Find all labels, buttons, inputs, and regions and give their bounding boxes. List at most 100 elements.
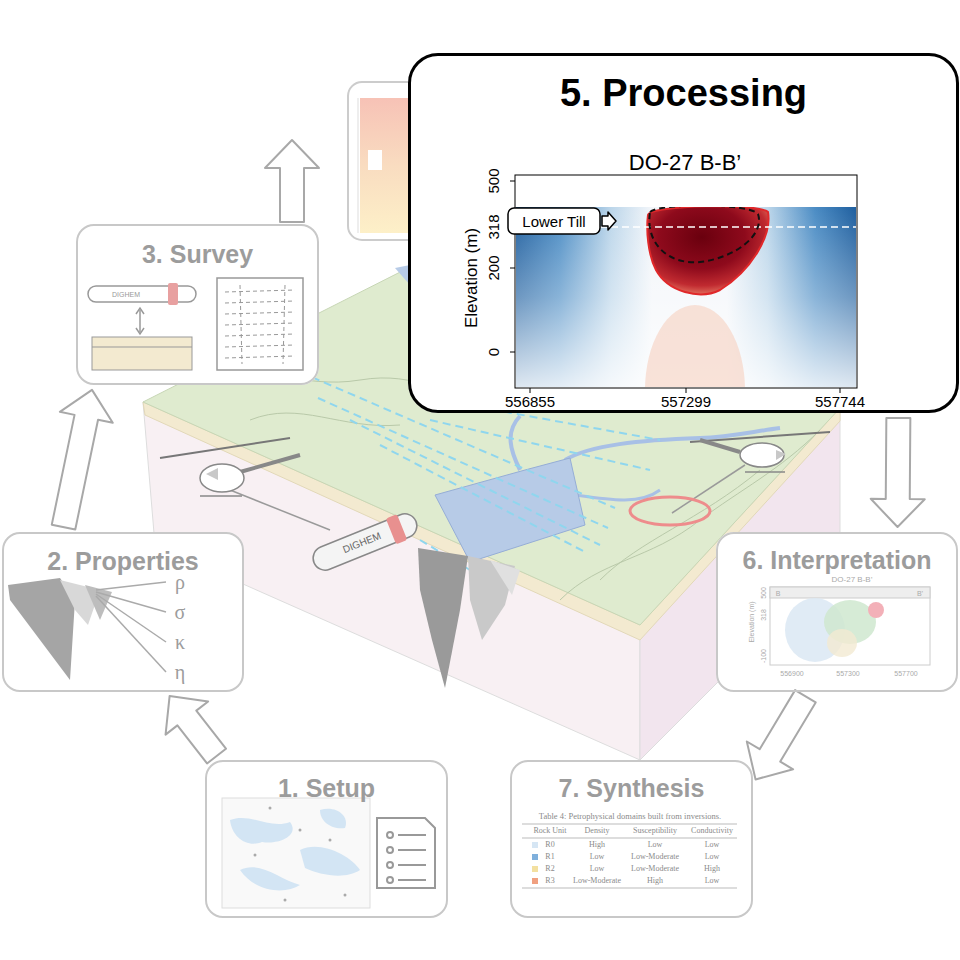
label-holder: Low [705,877,720,885]
label-holder: Low [590,865,605,873]
document-icon [398,834,426,836]
setup-map [254,854,257,857]
panel-ground [76,224,319,385]
plot-label: B’ [917,590,923,597]
helicopter [160,432,830,530]
label-holder: Low-Moderate [631,853,679,861]
table-cell: Low [590,864,605,873]
plot-label: 557700 [894,670,917,677]
label-holder: Table 4: Petrophysical domains built fro… [539,812,721,821]
label-holder: 200 [486,255,501,280]
label-holder: Low [705,853,720,861]
label-holder: σ [175,602,186,622]
table-cell: High [704,864,720,873]
plot-label: -100 [760,649,767,663]
plot-label: B [776,590,781,597]
label-holder: Low [590,853,605,861]
inversion-section [840,388,841,393]
table-cell: Rock Unit [533,826,566,835]
table-cell: Low [705,840,720,849]
helicopter [776,450,786,460]
label-holder: η [175,662,185,682]
label-holder: -100 [760,649,767,663]
label-holder: ρ [175,572,185,592]
table-cell: R1 [545,852,554,861]
label-holder: 0 [486,348,501,356]
label-holder: Conductivity [691,827,733,835]
step-title: 7. Synthesis [559,774,705,803]
survey-sketch [217,278,303,370]
inversion-section [510,352,515,353]
plot-label: DIGHEM [112,291,140,298]
setup-map [230,818,293,844]
survey-sketch [92,347,192,348]
document-icon [377,818,435,888]
helicopter [745,471,785,473]
document-icon [398,849,426,851]
table-cell: Conductivity [691,826,733,835]
inversion-section [600,226,856,228]
plot-label: 557300 [836,670,859,677]
rock-bodies [418,548,468,688]
interpretation-section [827,629,857,657]
plot-label: 556900 [780,670,803,677]
helicopter [700,440,740,452]
step-title: 5. Processing [560,72,807,116]
step-four-panel [358,98,359,233]
survey-sketch [92,337,192,370]
step-four-panel [360,98,410,233]
table-cell: Low [705,852,720,861]
helicopter [206,468,218,480]
survey-sketch [225,356,295,358]
cycle-arrow [871,418,925,527]
table-cell: R3 [545,876,554,885]
plot-label: Lower Till [522,213,585,230]
table-cell: Density [585,826,610,835]
helicopter [200,464,244,492]
inversion-section [508,208,600,234]
plot-label: 318 [760,609,767,621]
setup-map [269,807,272,810]
domain-table [522,888,737,889]
rock-bodies [490,560,520,595]
survey-sketch [225,345,295,347]
setup-map [300,847,360,876]
label-holder: 318 [760,609,767,621]
inversion-section [515,175,857,388]
step-title: 3. Survey [142,240,253,269]
plot-label: DO-27 B-B’ [832,575,873,584]
step-box: 6. Interpretation [716,532,958,692]
property-symbol: σ [175,601,186,623]
survey-sketch [283,285,285,364]
property-rocks [96,596,166,672]
inversion-section [510,268,515,269]
block-model [250,413,400,426]
survey-sketch [225,334,295,336]
panel-ground [2,53,959,918]
plot-label: Elevation (m) [748,601,755,642]
table-cell: Low-Moderate [573,876,621,885]
label-holder: Elevation (m) [463,228,480,328]
property-rocks [8,578,75,680]
label-holder: High [704,865,720,873]
label-holder: 557299 [661,394,711,409]
document-icon [387,847,393,853]
plot-label: DIGHEM [341,530,382,555]
label-holder: Susceptibility [633,827,677,835]
label-holder: Elevation (m) [748,601,755,642]
document-icon [377,818,435,888]
inversion-section [649,207,759,262]
label-holder: DIGHEM [112,291,140,298]
document-icon [387,877,393,883]
setup-map [299,829,302,832]
target-ring [630,497,710,525]
interpretation-section [770,587,930,665]
setup-map [222,798,370,908]
label-holder: 557744 [815,394,865,409]
label-holder: R1 [545,853,554,861]
survey-sketch [240,285,242,364]
domain-table [532,842,538,848]
table-cell: Low [648,840,663,849]
